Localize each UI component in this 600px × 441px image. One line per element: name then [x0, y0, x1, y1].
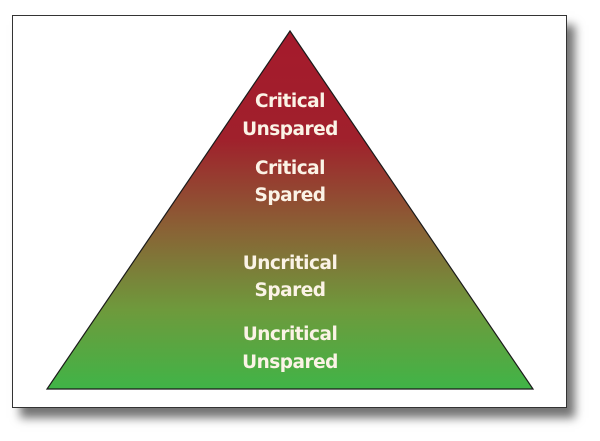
level-2-line-1: Critical [255, 158, 325, 179]
level-2-line-2: Spared [255, 185, 326, 206]
level-4-line-2: Unspared [242, 352, 338, 373]
level-4-line-1: Uncritical [243, 324, 338, 345]
pyramid-triangle [45, 29, 535, 390]
level-1-line-2: Unspared [242, 119, 338, 140]
level-1-line-1: Critical [255, 91, 325, 112]
level-3-line-2: Spared [255, 280, 326, 301]
level-3-line-1: Uncritical [243, 253, 338, 274]
